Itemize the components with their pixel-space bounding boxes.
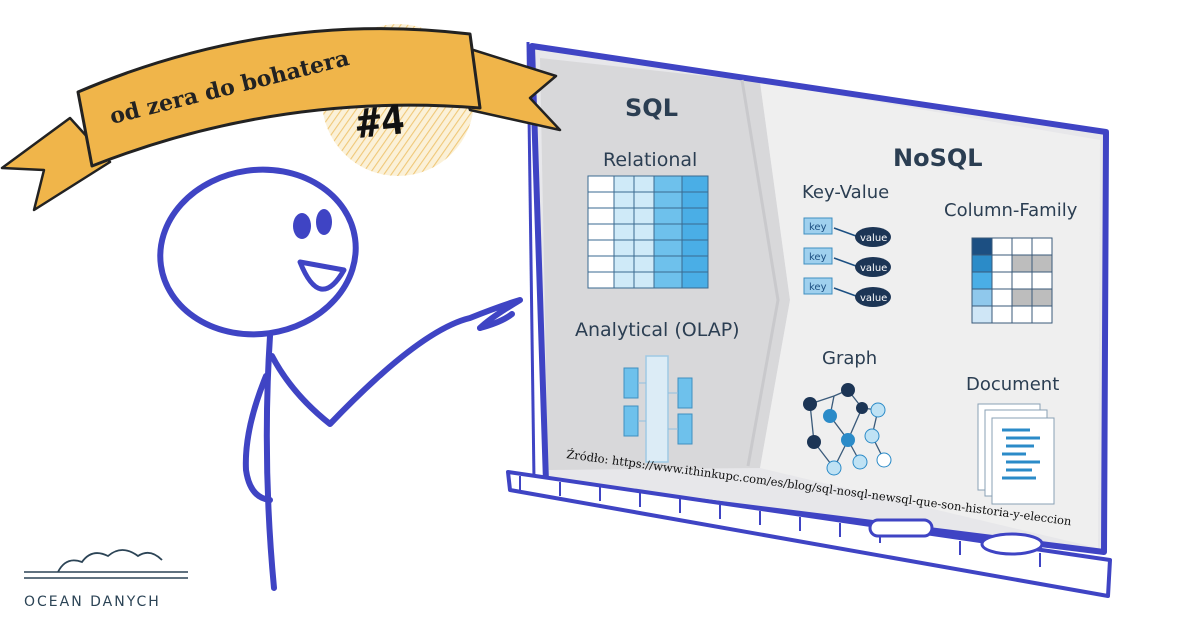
grid-cell	[1011, 237, 1033, 256]
grid-cell	[633, 271, 655, 289]
ocean-danych-logo: OCEAN DANYCH	[24, 549, 188, 610]
logo-text: OCEAN DANYCH	[24, 594, 161, 610]
marker	[868, 518, 934, 538]
grid-cell	[681, 239, 709, 257]
grid-cell	[613, 271, 635, 289]
grid-cell	[613, 191, 635, 209]
grid-cell	[1031, 288, 1053, 307]
grid-cell	[653, 223, 683, 241]
mouth	[297, 259, 347, 292]
grid-cell	[613, 223, 635, 241]
ribbon-banner: od zera do bohatera #4	[0, 24, 562, 212]
episode-number: #4	[354, 97, 407, 148]
grid-cell	[1011, 254, 1033, 273]
keyvalue-icon: key value key value key value	[803, 217, 891, 307]
grid-cell	[613, 239, 635, 257]
grid-cell	[633, 255, 655, 273]
grid-cell	[971, 271, 993, 290]
kv-key: key	[809, 252, 827, 263]
grid-cell	[633, 207, 655, 225]
body	[263, 333, 277, 591]
grid-cell	[633, 239, 655, 257]
grid-cell	[1011, 288, 1033, 307]
kv-value: value	[860, 293, 887, 304]
column-family-label: Column-Family	[944, 200, 1078, 221]
grid-cell	[587, 255, 615, 273]
document-icon	[977, 403, 1055, 505]
grid-cell	[587, 175, 615, 193]
grid-cell	[653, 239, 683, 257]
eraser	[980, 532, 1044, 556]
olap-cube-icon	[623, 355, 693, 463]
grid-cell	[613, 207, 635, 225]
grid-cell	[1011, 305, 1033, 324]
grid-cell	[587, 223, 615, 241]
grid-cell	[653, 271, 683, 289]
sql-heading: SQL	[625, 94, 678, 122]
stick-figure	[157, 166, 523, 591]
grid-cell	[681, 255, 709, 273]
panel-divider	[740, 79, 780, 467]
kv-key: key	[809, 282, 827, 293]
graph-icon	[803, 383, 892, 476]
grid-cell	[991, 237, 1013, 256]
grid-cell	[633, 175, 655, 193]
grid-cell	[1011, 271, 1033, 290]
grid-cell	[587, 239, 615, 257]
kv-value: value	[860, 263, 887, 274]
column-family-icon	[971, 237, 1053, 324]
grid-cell	[613, 255, 635, 273]
grid-cell	[1031, 254, 1053, 273]
grid-cell	[681, 175, 709, 193]
grid-cell	[633, 223, 655, 241]
grid-cell	[681, 271, 709, 289]
grid-cell	[971, 237, 993, 256]
grid-cell	[653, 175, 683, 193]
nosql-heading: NoSQL	[893, 144, 983, 172]
grid-cell	[653, 207, 683, 225]
grid-cell	[971, 254, 993, 273]
right-eye	[316, 209, 332, 235]
left-eye	[293, 213, 311, 239]
grid-cell	[681, 207, 709, 225]
grid-cell	[1031, 271, 1053, 290]
grid-cell	[1031, 305, 1053, 324]
grid-cell	[971, 288, 993, 307]
grid-cell	[1031, 237, 1053, 256]
hip-arm	[242, 373, 273, 503]
pointing-arm	[269, 297, 523, 427]
head	[157, 166, 359, 338]
relational-label: Relational	[603, 149, 697, 171]
relational-table-icon	[587, 175, 709, 289]
kv-row: key value	[803, 217, 891, 247]
grid-cell	[653, 191, 683, 209]
grid-cell	[613, 175, 635, 193]
kv-row: key value	[803, 247, 891, 277]
grid-cell	[991, 271, 1013, 290]
grid-cell	[633, 191, 655, 209]
grid-cell	[587, 271, 615, 289]
grid-cell	[587, 191, 615, 209]
analytical-label: Analytical (OLAP)	[575, 319, 740, 341]
whiteboard	[506, 41, 1112, 598]
grid-cell	[681, 191, 709, 209]
document-label: Document	[966, 374, 1059, 395]
grid-cell	[971, 305, 993, 324]
grid-cell	[587, 207, 615, 225]
grid-cell	[991, 305, 1013, 324]
hand	[477, 311, 515, 331]
graph-label: Graph	[822, 348, 877, 369]
kv-row: key value	[803, 277, 891, 307]
grid-cell	[991, 254, 1013, 273]
grid-cell	[681, 223, 709, 241]
kv-key: key	[809, 222, 827, 233]
grid-cell	[991, 288, 1013, 307]
grid-cell	[653, 255, 683, 273]
kv-value: value	[860, 233, 887, 244]
keyvalue-label: Key-Value	[802, 182, 889, 203]
